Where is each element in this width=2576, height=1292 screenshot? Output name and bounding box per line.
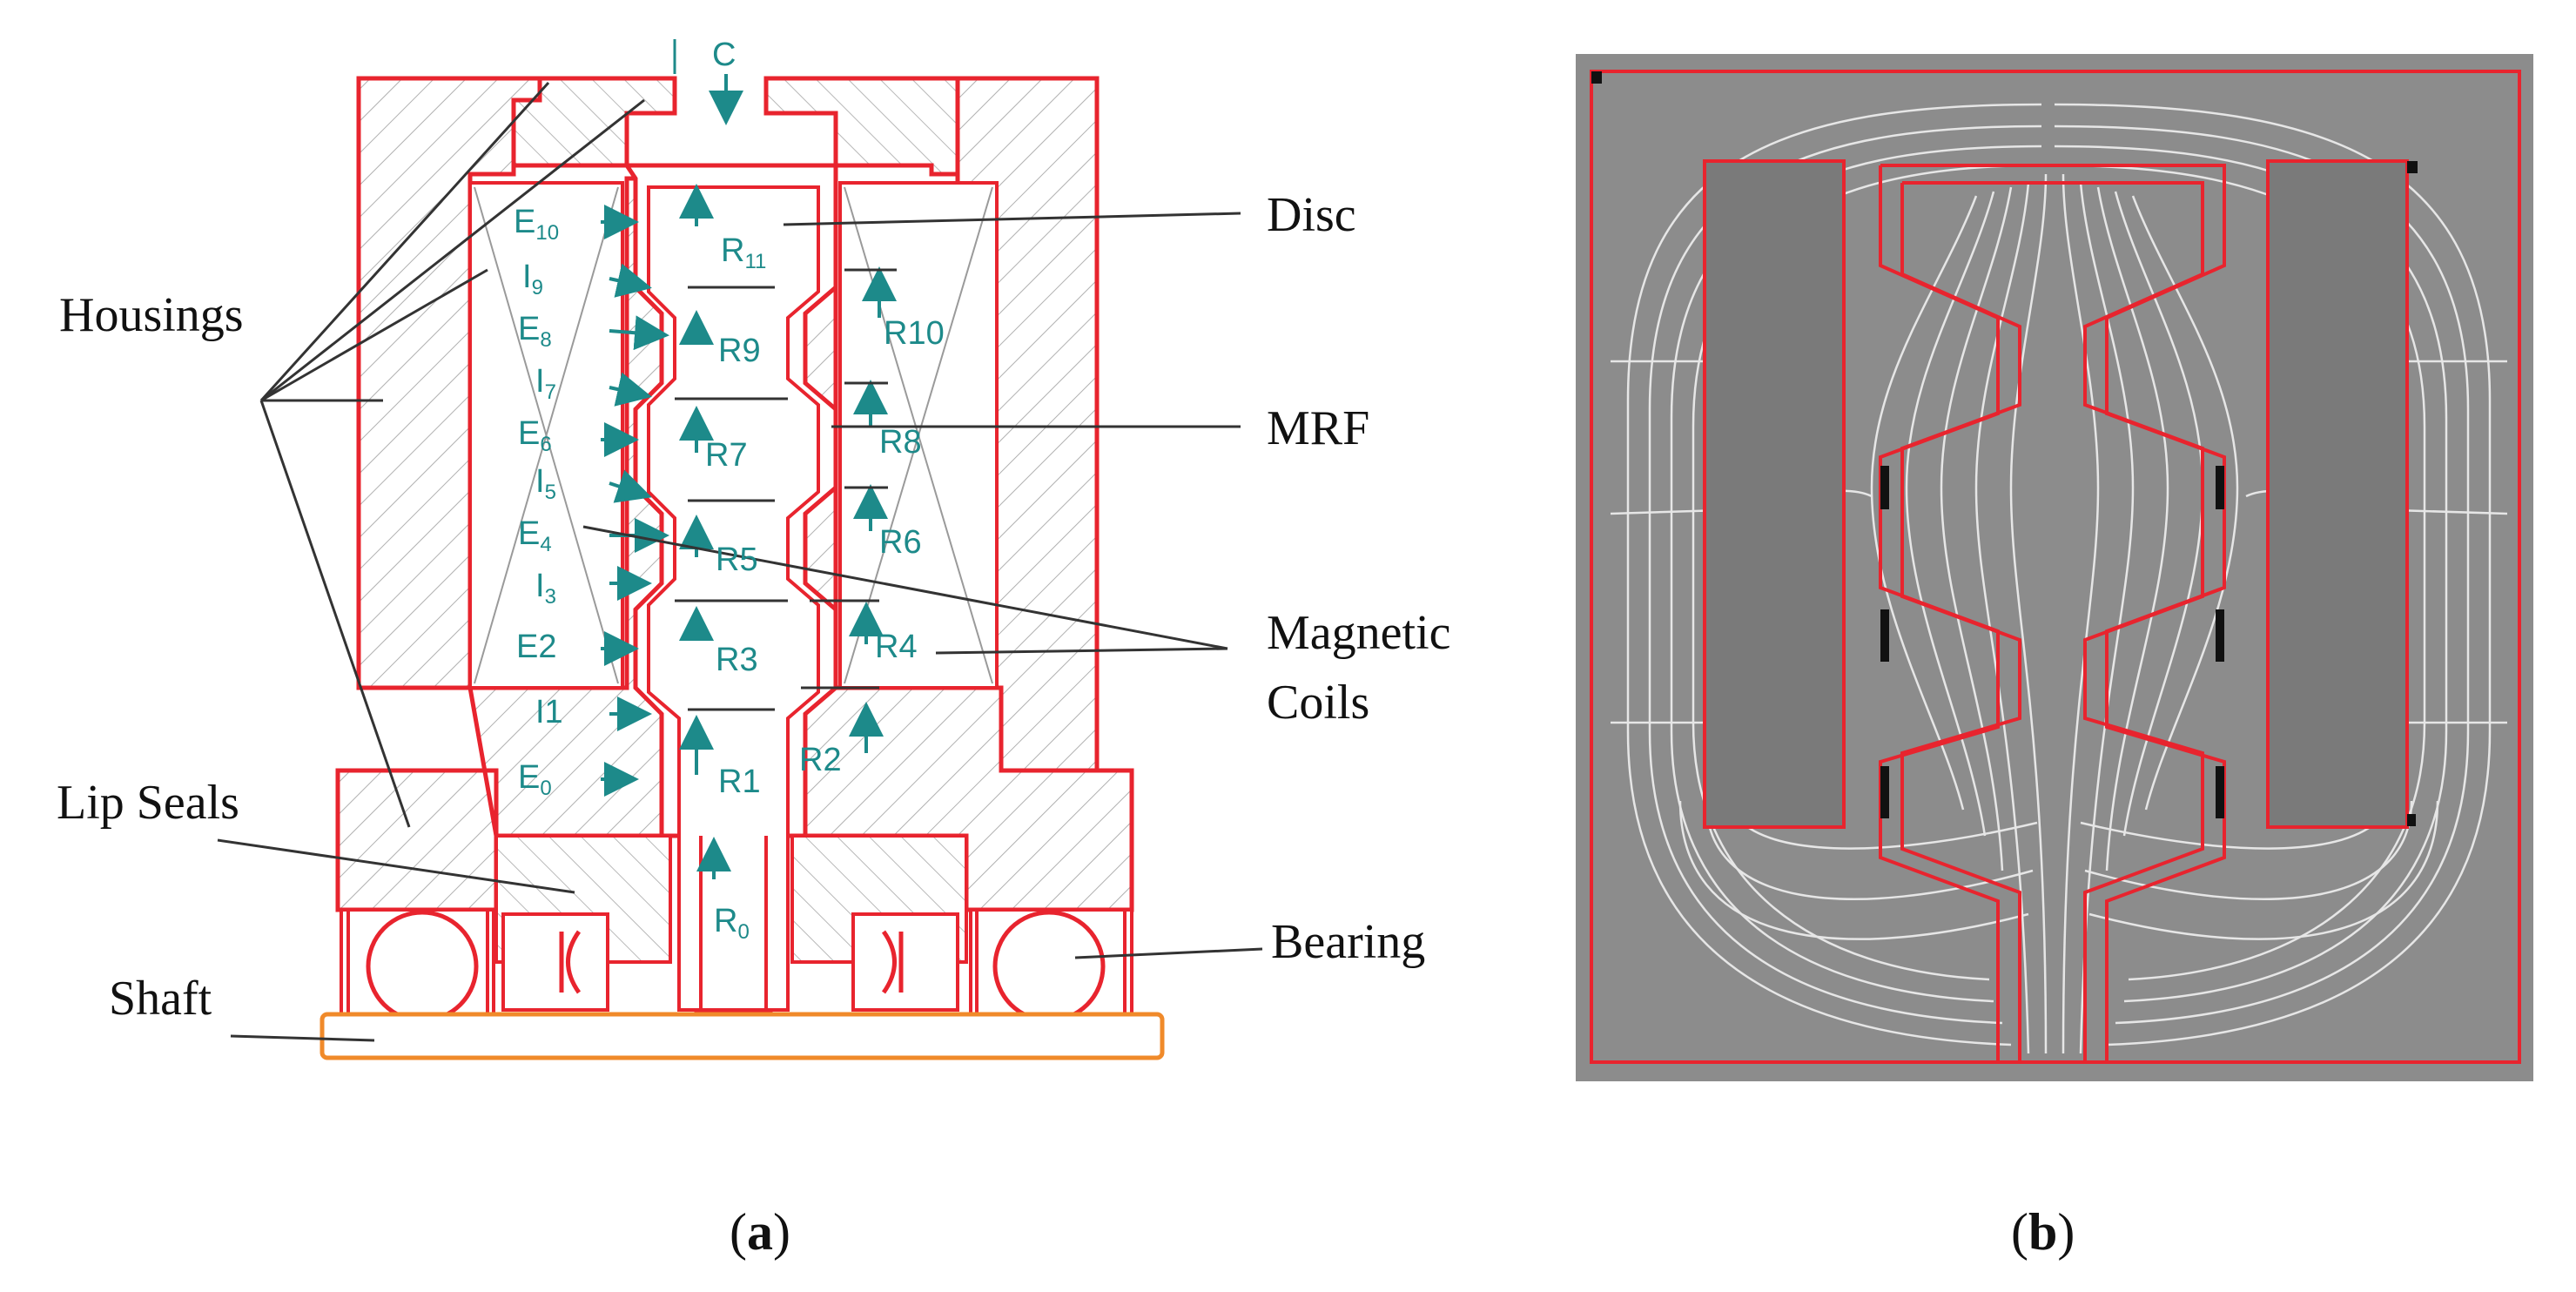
dim-e6: E6	[518, 415, 552, 456]
label-coils: Coils	[1267, 676, 1369, 730]
radius-ticks	[675, 268, 897, 711]
shaft	[319, 1012, 1165, 1060]
dim-r1: R1	[718, 764, 761, 800]
lip-seal-right	[790, 834, 968, 1012]
dim-i1: I1	[535, 694, 563, 730]
lip-seal-left	[494, 834, 672, 1012]
dim-i3: I3	[535, 568, 556, 609]
panel-label-b: (b)	[2011, 1203, 2075, 1261]
saturation-marks	[1591, 71, 2418, 826]
dim-e4: E4	[518, 515, 552, 556]
dim-e2: E2	[516, 629, 556, 665]
label-magnetic: Magnetic	[1267, 606, 1450, 660]
bearing-right	[969, 908, 1133, 1023]
dim-e8: E8	[518, 311, 552, 352]
dim-r7: R7	[705, 437, 748, 474]
dimension-labels: C E10 I9 E8 I7 E6 I5 E4 I3 E2 I1 E0 R11 …	[514, 37, 945, 944]
label-mrf: MRF	[1267, 401, 1369, 455]
label-shaft: Shaft	[109, 972, 212, 1026]
disc-and-mrf-gap	[622, 163, 838, 1013]
panel-b-flux-field: (b)	[1576, 54, 2533, 1261]
coil-block-left	[1703, 159, 1846, 829]
label-lip-seals: Lip Seals	[57, 776, 239, 830]
callout-leaders	[217, 81, 1263, 1042]
panel-a-cross-section: C E10 I9 E8 I7 E6 I5 E4 I3 E2 I1 E0 R11 …	[57, 37, 1450, 1261]
dim-r11: R11	[721, 232, 766, 273]
dim-e0: E0	[518, 759, 552, 800]
magnetic-coil-left	[468, 181, 624, 690]
label-disc: Disc	[1267, 188, 1356, 242]
dim-i5: I5	[535, 463, 556, 504]
dim-c: C	[712, 37, 736, 73]
label-bearing: Bearing	[1271, 915, 1425, 969]
dim-r5: R5	[716, 542, 758, 578]
dim-r8: R8	[879, 424, 922, 461]
callout-labels: Housings Lip Seals Shaft Disc MRF Magnet…	[57, 188, 1450, 1026]
dim-e10: E10	[514, 204, 559, 245]
disc-outline	[1879, 164, 2226, 1062]
bearing-left	[340, 908, 495, 1023]
dim-i7: I7	[535, 363, 556, 404]
panel-label-a: (a)	[730, 1203, 790, 1261]
dim-r4: R4	[875, 629, 918, 665]
flux-lines	[1610, 103, 2508, 1054]
dim-r6: R6	[879, 524, 922, 561]
dim-r2: R2	[799, 742, 842, 778]
dimension-arrows	[601, 74, 897, 879]
dim-r0: R0	[714, 903, 750, 944]
label-housings: Housings	[59, 288, 244, 342]
dim-i9: I9	[522, 259, 543, 299]
coil-block-right	[2266, 159, 2409, 829]
dim-r10: R10	[884, 315, 945, 352]
dim-r9: R9	[718, 333, 761, 369]
dim-r3: R3	[716, 642, 758, 678]
